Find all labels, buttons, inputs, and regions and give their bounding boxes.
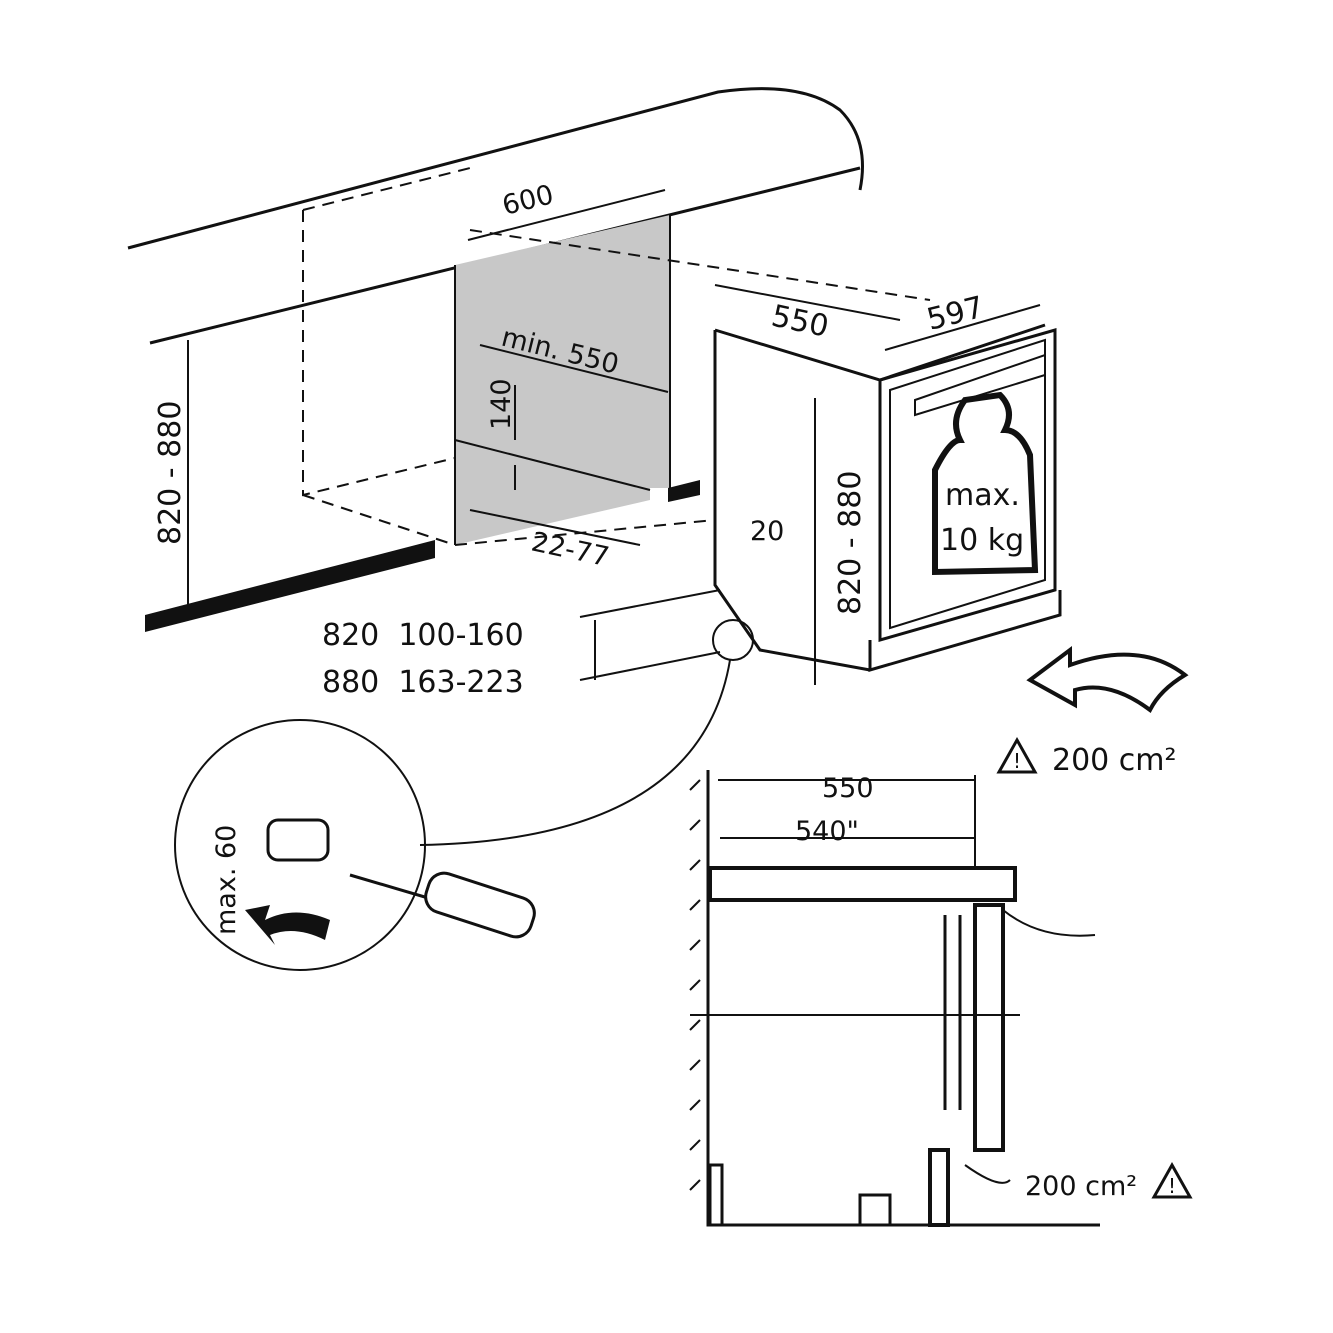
load-value-label: 10 kg [940,523,1024,558]
foot-adjust-label: max. 60 [211,825,242,935]
vent-area-bottom-label: 200 cm² [1025,1171,1137,1202]
dimension-lines [187,189,1041,685]
plinth-range-label: 22-77 [529,527,612,574]
svg-text:!: ! [1013,749,1021,773]
plinth-right [668,480,700,502]
vent-area-top-label: 200 cm² [1052,743,1177,778]
foot-detail [174,619,754,971]
section-depth-label: 550 [822,773,874,804]
airflow-arrow-icon [1026,646,1189,714]
vent-height-label: 140 [486,378,517,430]
appliance [713,323,1062,672]
niche-back-panel [455,215,670,545]
warning-icon-top: ! [996,736,1038,774]
section-depth-inner-label: 540" [795,816,859,847]
section-view [689,770,1100,1227]
table-row-1: 820 100-160 [322,618,524,653]
door-gap-label: 20 [750,516,784,547]
load-max-label: max. [945,478,1020,513]
weight-icon [932,391,1039,576]
rotate-arrow-icon [245,905,330,945]
appliance-width-label: 597 [923,290,987,338]
table-row-2: 880 163-223 [322,665,524,700]
niche-outline [302,167,931,546]
plinth-left [145,540,435,632]
warning-icon-bottom: ! [1151,1161,1193,1199]
appliance-height-label: 820 - 880 [833,471,868,615]
niche-width-label: 600 [499,179,557,222]
niche-height-label: 820 - 880 [153,401,188,545]
svg-text:!: ! [1168,1174,1176,1198]
